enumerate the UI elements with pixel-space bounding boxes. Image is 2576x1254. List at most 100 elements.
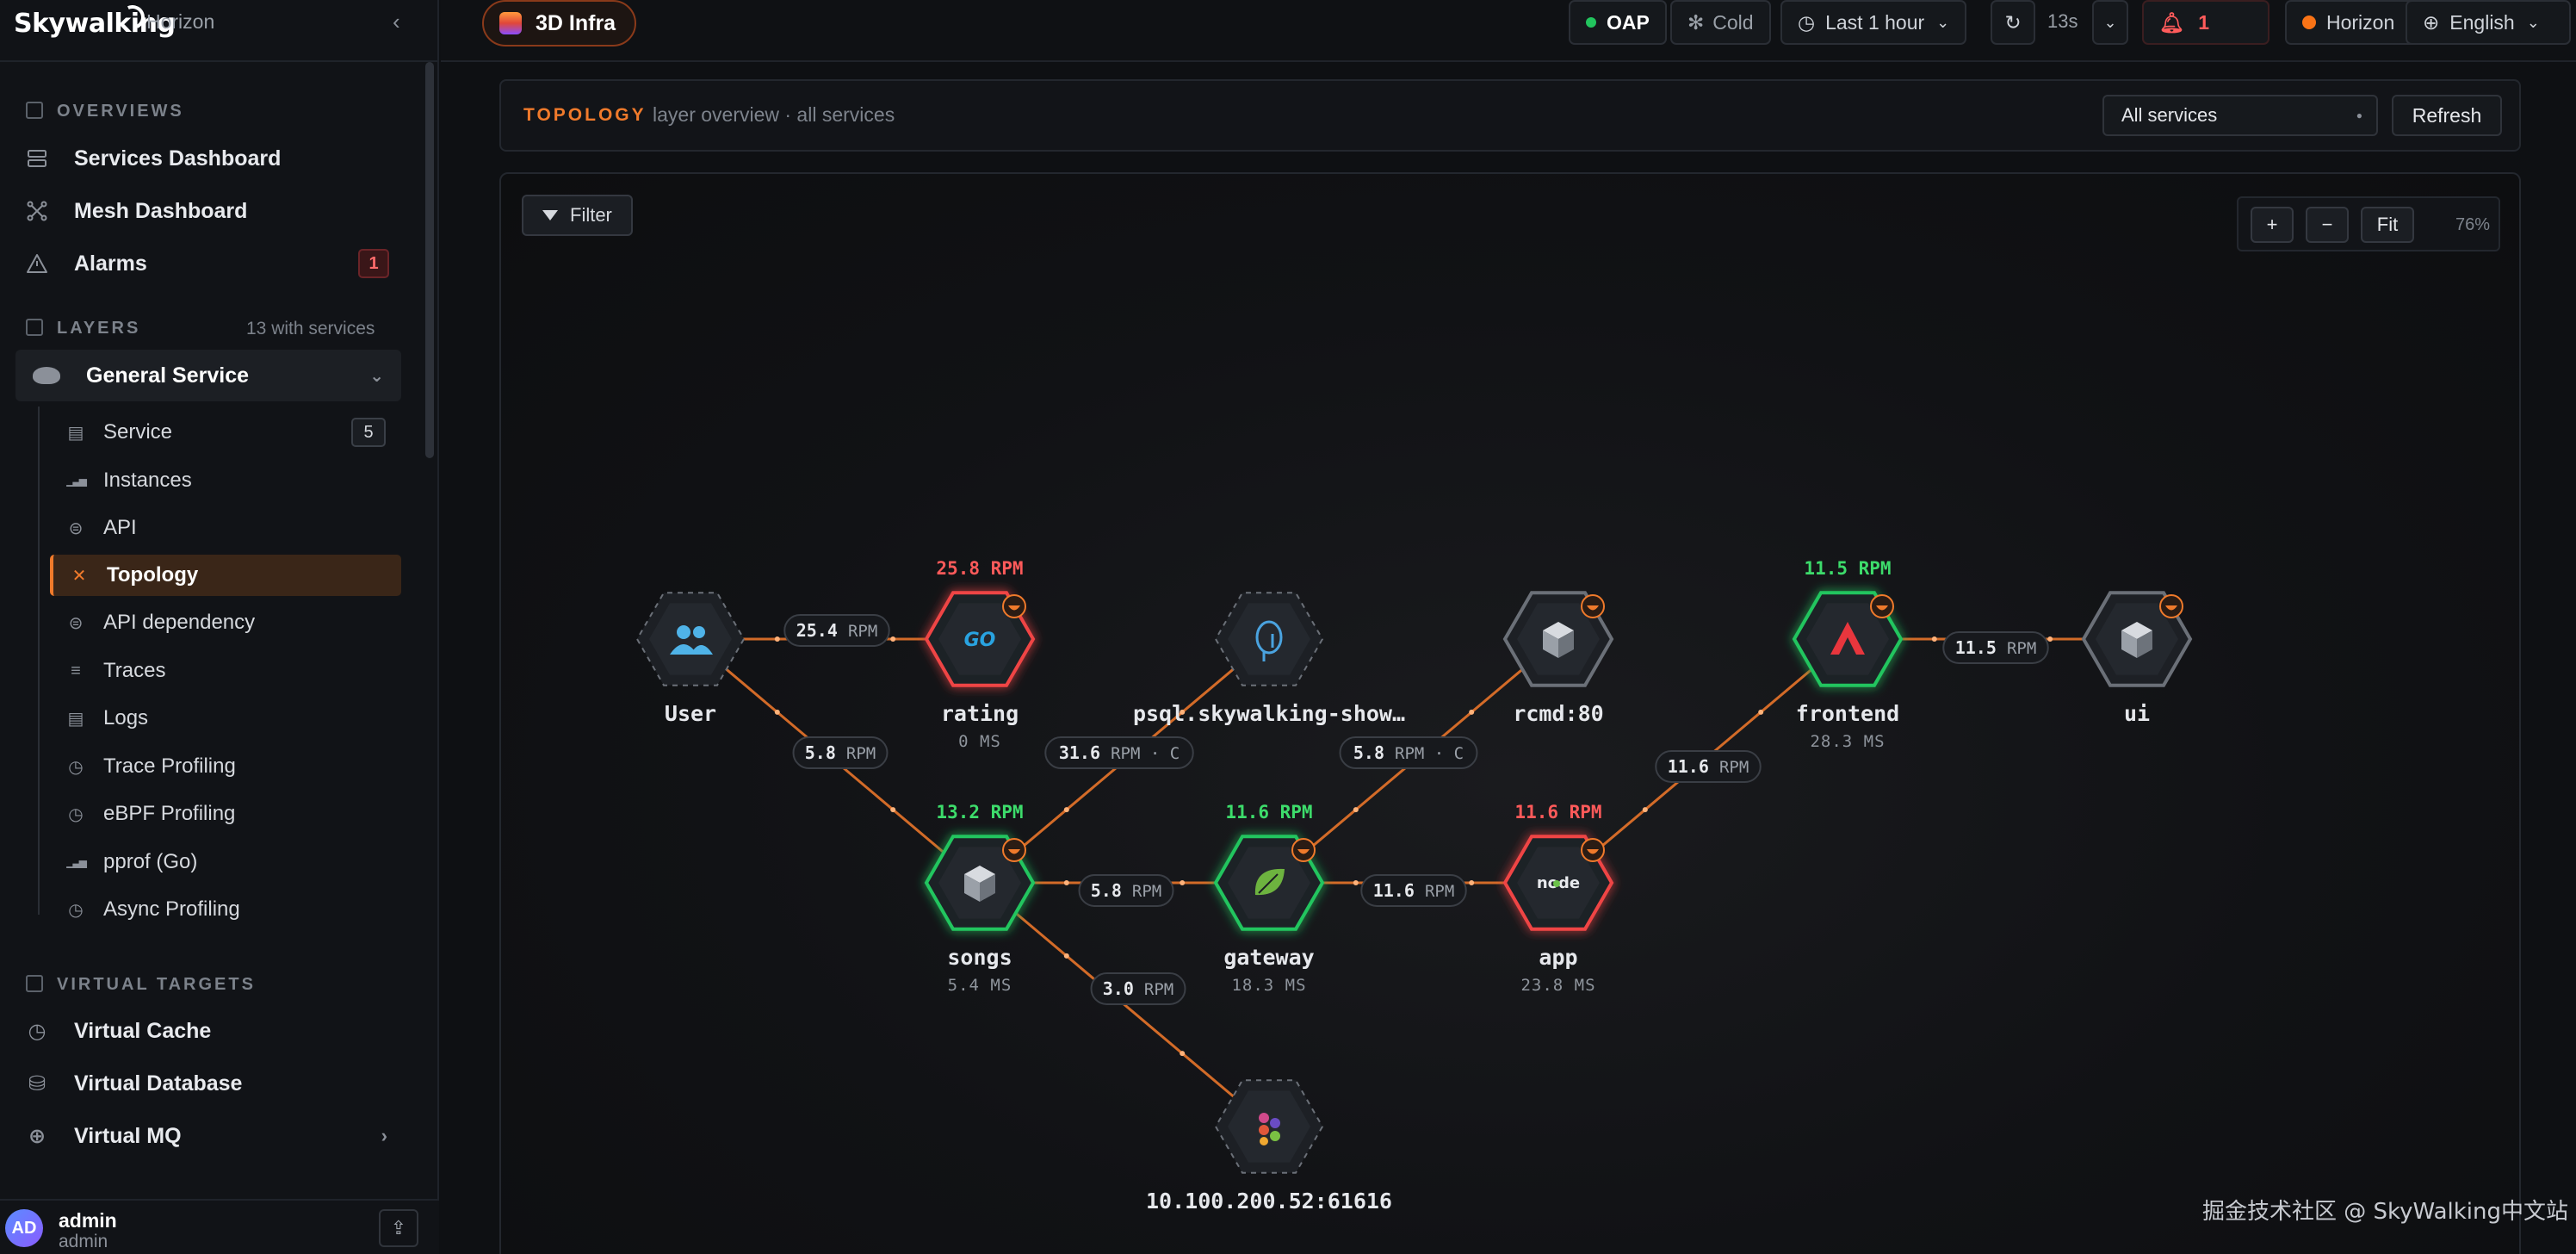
node-label: rcmd:80	[1513, 701, 1603, 726]
refresh-button[interactable]: Refresh	[2392, 95, 2502, 136]
stopwatch-icon: ◷	[68, 757, 84, 777]
nav-api-dependency[interactable]: ⊜API dependency	[50, 602, 401, 643]
edge-particle	[1180, 880, 1186, 885]
top-bar: 3D Infra OAP ✻Cold ◷Last 1 hour⌄ ↻ 13s ⌄…	[441, 0, 2576, 62]
alert-icon	[22, 249, 52, 278]
edge-label-pill	[783, 614, 890, 647]
node-label: frontend	[1796, 701, 1899, 726]
stopwatch-icon: ◷	[68, 804, 84, 824]
edge-user-songs[interactable]: 5.8 RPM	[690, 637, 981, 885]
users-icon	[670, 644, 697, 655]
nav-async-profiling[interactable]: ◷Async Profiling	[50, 889, 401, 930]
edge-particle	[774, 709, 780, 715]
user-role: admin	[59, 1232, 108, 1251]
collapse-sidebar-icon[interactable]: ‹	[393, 9, 400, 34]
node-inner	[1228, 603, 1310, 675]
users-icon	[677, 625, 690, 639]
nav-logs[interactable]: ▤Logs	[50, 698, 401, 739]
zoom-out-button[interactable]: −	[2306, 207, 2349, 243]
edge-unit: RPM	[1719, 758, 1749, 777]
language-selector[interactable]: ⊕English⌄	[2406, 0, 2571, 45]
logout-icon[interactable]: ⇪	[379, 1209, 418, 1247]
edge-gateway-rcmd[interactable]: 5.8 RPM · C	[1268, 637, 1559, 885]
edge-particle	[1758, 709, 1764, 715]
nav-instances[interactable]: ▁▃▅Instances	[50, 460, 401, 501]
nav-pprof-go[interactable]: ▁▃▅pprof (Go)	[50, 841, 401, 883]
edge-label-pill	[1942, 631, 2049, 664]
avatar[interactable]: AD	[5, 1209, 43, 1247]
auto-refresh-button[interactable]: ↻	[1991, 0, 2035, 45]
nav-topology[interactable]: ✕Topology	[50, 555, 401, 596]
edge-rpm-label: 3.0 RPM	[1103, 978, 1174, 999]
layer-stack-icon	[499, 12, 522, 34]
edge-label-pill	[1360, 874, 1467, 907]
oap-status-button[interactable]: OAP	[1569, 0, 1667, 45]
edge-songs-broker[interactable]: 3.0 RPM	[979, 881, 1270, 1128]
service-filter-select[interactable]: All services ●	[2102, 95, 2378, 136]
layer-selector-pill[interactable]: 3D Infra	[482, 0, 637, 47]
alerts-button[interactable]: 🔔︎1	[2142, 0, 2269, 45]
edge-particle	[1642, 807, 1648, 813]
node-rpm: 11.5 RPM	[1804, 558, 1891, 579]
edge-value: 5.8	[1353, 742, 1395, 763]
edge-rpm-label: 5.8 RPM	[1091, 880, 1162, 901]
zoom-fit-button[interactable]: Fit	[2361, 207, 2414, 243]
bar-chart-icon: ▁▃▅	[66, 856, 87, 868]
edge-particle	[1931, 636, 1937, 642]
sidebar-scrollbar[interactable]	[425, 62, 434, 458]
edge-gateway-app[interactable]: 11.6 RPM	[1269, 874, 1558, 907]
refresh-interval-dropdown[interactable]: ⌄	[2092, 0, 2128, 45]
nav-virtual-database[interactable]: ⛁Virtual Database	[22, 1059, 401, 1108]
sidebar: Skywalking Horizon ‹ OVERVIEWS Services …	[0, 0, 439, 1254]
nav-alarms[interactable]: Alarms 1	[22, 239, 401, 288]
nav-mesh-dashboard[interactable]: Mesh Dashboard	[22, 187, 401, 235]
node-rcmd[interactable]: rcmd:80	[1502, 591, 1614, 726]
filter-button[interactable]: Filter	[522, 195, 633, 236]
nav-api[interactable]: ⊜API	[50, 507, 401, 549]
cold-stage-button[interactable]: ✻Cold	[1670, 0, 1771, 45]
broker-icon	[1259, 1125, 1269, 1135]
nav-trace-profiling[interactable]: ◷Trace Profiling	[50, 746, 401, 787]
bell-icon: 🔔︎	[2159, 10, 2185, 34]
edge-app-frontend[interactable]: 11.6 RPM	[1557, 637, 1848, 885]
edge-particle	[774, 636, 780, 642]
edge-value: 3.0	[1103, 978, 1144, 999]
users-icon	[690, 645, 713, 655]
edge-unit: RPM	[848, 622, 877, 641]
overviews-section-title: OVERVIEWS	[26, 102, 184, 121]
cube-icon	[1543, 630, 1558, 658]
nav-ebpf-profiling[interactable]: ◷eBPF Profiling	[50, 793, 401, 835]
node-inner	[1228, 1090, 1310, 1163]
edge-particle	[1469, 880, 1475, 885]
cube-icon	[2121, 630, 2137, 658]
node-inner	[649, 603, 732, 675]
nav-virtual-cache[interactable]: ◷Virtual Cache	[22, 1007, 401, 1055]
edge-songs-psql[interactable]: 31.6 RPM · C	[979, 637, 1270, 885]
topology-icon: ✕	[71, 566, 87, 586]
user-panel: AD admin admin ⇪	[0, 1199, 439, 1254]
node-user[interactable]: User	[635, 592, 746, 726]
general-service-group[interactable]: General Service ⌄	[15, 350, 401, 401]
node-broker[interactable]: 10.100.200.52:61616	[1146, 1079, 1392, 1214]
node-latency: 0 MS	[958, 732, 1001, 751]
watermark: 掘金技术社区 @ SkyWalking中文站	[2202, 1199, 2569, 1225]
topology-header: TOPOLOGY layer overview · all services A…	[499, 79, 2521, 152]
node-ui[interactable]: ui	[2081, 591, 2193, 726]
zoom-in-button[interactable]: +	[2251, 207, 2294, 243]
time-range-picker[interactable]: ◷Last 1 hour⌄	[1780, 0, 1967, 45]
nav-virtual-mq[interactable]: ⊕Virtual MQ›	[22, 1112, 401, 1160]
node-psql[interactable]: psql.skywalking-show…	[1133, 592, 1405, 726]
layers-count: 13 with services	[246, 319, 375, 338]
bar-chart-icon: ▁▃▅	[66, 475, 87, 487]
nav-traces[interactable]: ≡Traces	[50, 650, 401, 692]
nav-services-dashboard[interactable]: Services Dashboard	[22, 134, 401, 183]
skywalking-logo[interactable]: Skywalking	[14, 2, 176, 39]
